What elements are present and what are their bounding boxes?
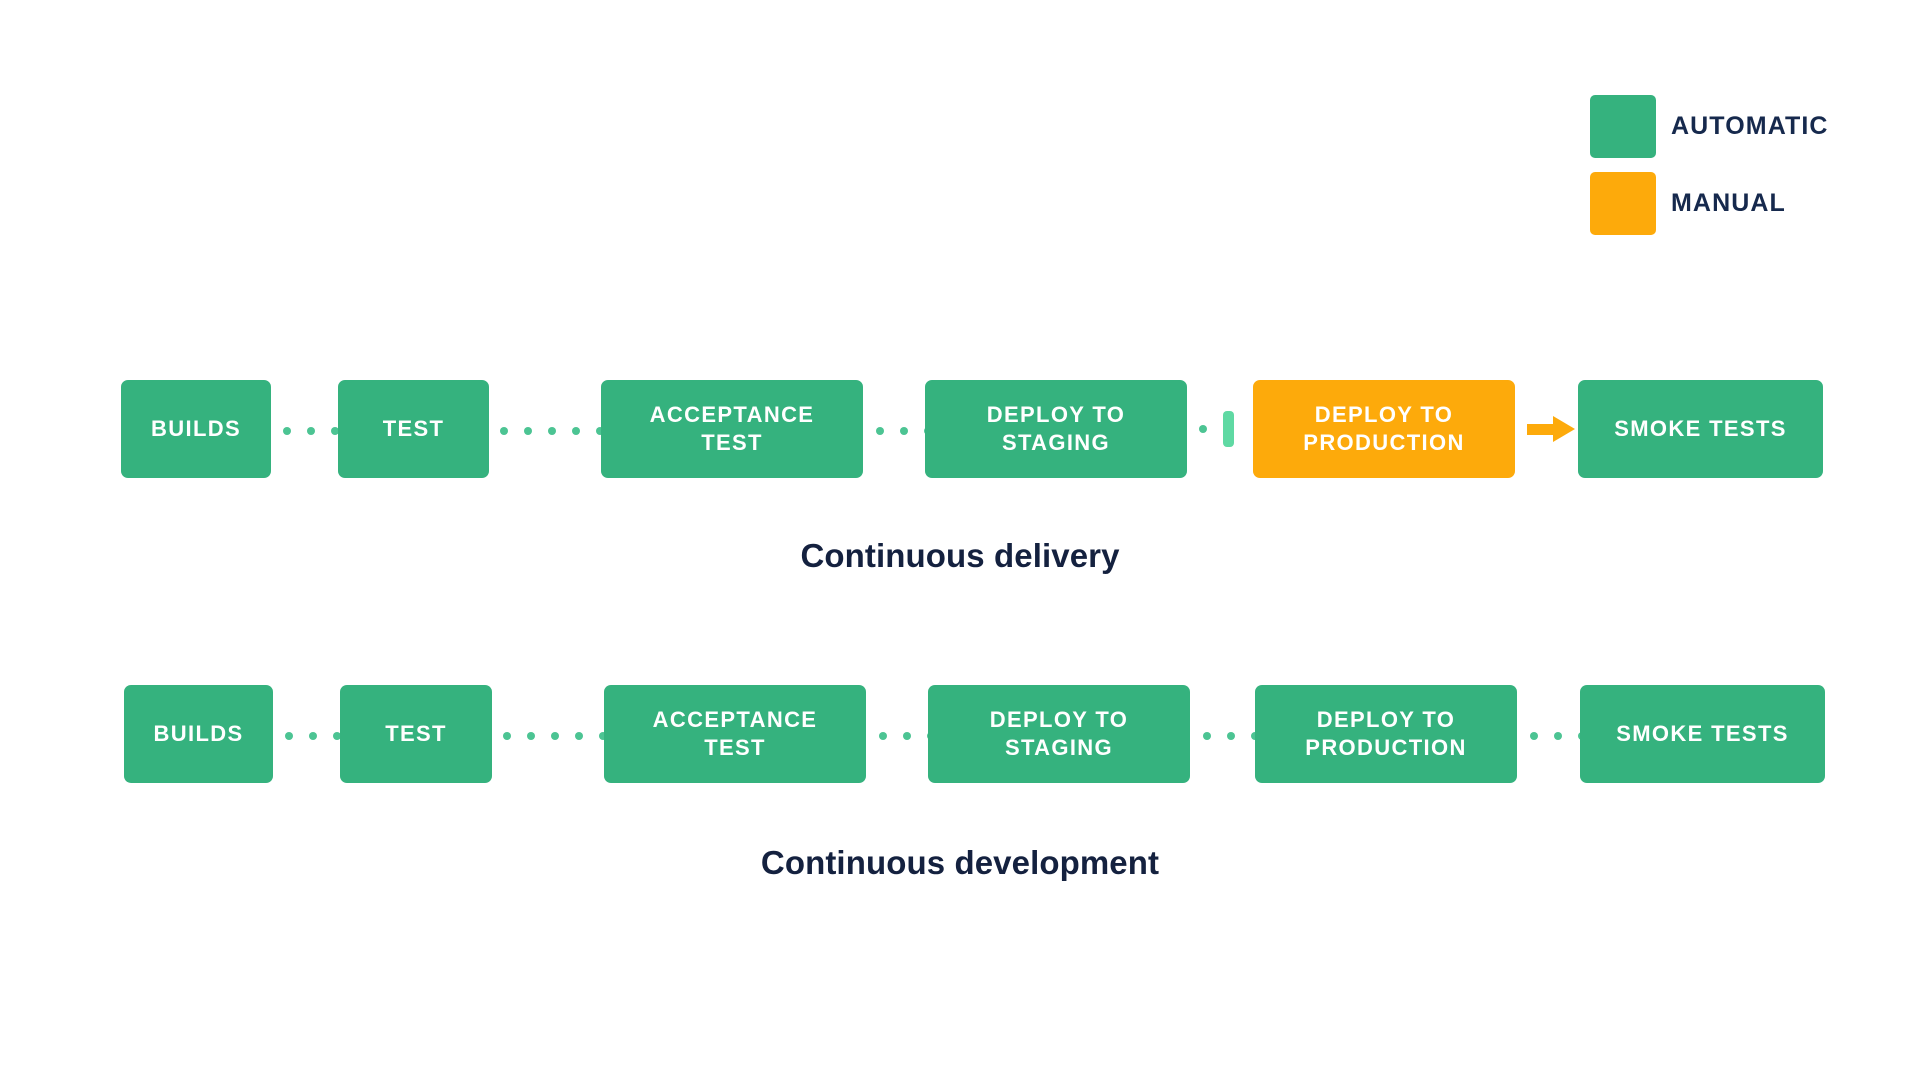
pipeline-step-deploy-to-staging[interactable]: DEPLOY TO STAGING: [925, 380, 1187, 478]
step-label-line2: PRODUCTION: [1303, 430, 1465, 455]
pipeline-step-acceptance-test[interactable]: ACCEPTANCE TEST: [601, 380, 863, 478]
step-label-line2: STAGING: [1001, 430, 1111, 455]
connector-dot-icon: [1199, 425, 1207, 433]
step-label-line2: TEST: [704, 735, 766, 760]
connector-deploy-production-to-smoke-tests: [1530, 730, 1586, 742]
step-label-line2: PRODUCTION: [1305, 735, 1467, 760]
step-label: TEST: [382, 415, 445, 441]
step-label-line1: DEPLOY TO: [989, 706, 1129, 732]
connector-dot-icon: [333, 732, 341, 740]
connector-dot-icon: [1203, 732, 1211, 740]
connector-dot-icon: [551, 732, 559, 740]
pipeline-step-deploy-to-production[interactable]: DEPLOY TO PRODUCTION: [1253, 380, 1515, 478]
connector-deploy-staging-to-deploy-production: [1203, 730, 1259, 742]
connector-dot-icon: [527, 732, 535, 740]
pipeline-step-smoke-tests[interactable]: SMOKE TESTS: [1580, 685, 1825, 783]
connector-dot-icon: [500, 427, 508, 435]
pipeline-step-builds[interactable]: BUILDS: [124, 685, 273, 783]
pipeline-step-smoke-tests[interactable]: SMOKE TESTS: [1578, 380, 1823, 478]
connector-dot-icon: [524, 427, 532, 435]
connector-dot-icon: [331, 427, 339, 435]
pipeline-caption-continuous-delivery: Continuous delivery: [800, 537, 1120, 574]
connector-acceptance-test-to-deploy-staging: [879, 730, 935, 742]
connector-acceptance-test-to-deploy-staging: [876, 425, 932, 437]
step-label-line1: DEPLOY TO: [1314, 401, 1454, 427]
step-label: SMOKE TESTS: [1614, 415, 1787, 441]
pipeline-step-acceptance-test[interactable]: ACCEPTANCE TEST: [604, 685, 866, 783]
connector-dot-icon: [307, 427, 315, 435]
connector-dot-icon: [903, 732, 911, 740]
manual-trigger-arrow-icon: [1527, 416, 1575, 442]
pipeline-continuous-delivery: BUILDS TEST ACCEPTANCE: [0, 380, 1920, 502]
connector-dot-icon: [1530, 732, 1538, 740]
legend: AUTOMATIC MANUAL: [1590, 95, 1829, 235]
connector-dot-icon: [1554, 732, 1562, 740]
connector-dot-icon: [503, 732, 511, 740]
step-label: BUILDS: [151, 415, 241, 441]
step-label-line2: TEST: [701, 430, 763, 455]
connector-dot-icon: [309, 732, 317, 740]
pipeline-step-test[interactable]: TEST: [340, 685, 492, 783]
legend-label-manual: MANUAL: [1671, 189, 1786, 217]
connector-builds-to-test: [283, 425, 339, 437]
connector-dot-icon: [876, 427, 884, 435]
connector-dot-icon: [285, 732, 293, 740]
step-label: DEPLOY TO STAGING: [990, 706, 1128, 762]
legend-item-automatic: AUTOMATIC: [1590, 95, 1829, 158]
pipeline-step-test[interactable]: TEST: [338, 380, 489, 478]
connector-dot-icon: [548, 427, 556, 435]
connector-dot-icon: [283, 427, 291, 435]
pipeline-row: BUILDS TEST ACCEPTANCE: [0, 380, 1920, 502]
legend-item-manual: MANUAL: [1590, 172, 1829, 235]
arrow-shaft: [1527, 423, 1553, 435]
step-label: TEST: [385, 720, 447, 746]
manual-swatch-icon: [1590, 172, 1656, 235]
automatic-swatch-icon: [1590, 95, 1656, 158]
connector-dot-icon: [900, 427, 908, 435]
pipeline-continuous-development: BUILDS TEST ACCEPTANCE: [0, 685, 1920, 807]
step-label-line1: ACCEPTANCE: [649, 401, 815, 427]
step-label-line2: STAGING: [1004, 735, 1114, 760]
step-label: DEPLOY TO STAGING: [987, 401, 1125, 457]
connector-manual-gate: [1199, 411, 1234, 447]
connector-dot-icon: [575, 732, 583, 740]
pipeline-step-deploy-to-staging[interactable]: DEPLOY TO STAGING: [928, 685, 1190, 783]
pipeline-step-deploy-to-production[interactable]: DEPLOY TO PRODUCTION: [1255, 685, 1517, 783]
pipeline-caption-continuous-development: Continuous development: [760, 844, 1160, 881]
connector-dot-icon: [572, 427, 580, 435]
step-label: ACCEPTANCE TEST: [650, 401, 815, 457]
connector-dot-icon: [599, 732, 607, 740]
arrow-head: [1553, 416, 1575, 442]
step-label-line1: DEPLOY TO: [986, 401, 1126, 427]
manual-gate-bar-icon: [1223, 411, 1234, 447]
pipeline-row: BUILDS TEST ACCEPTANCE: [0, 685, 1920, 807]
connector-dot-icon: [1227, 732, 1235, 740]
step-label: DEPLOY TO PRODUCTION: [1305, 706, 1466, 762]
step-label: DEPLOY TO PRODUCTION: [1303, 401, 1464, 457]
step-label: BUILDS: [153, 720, 244, 746]
connector-dot-icon: [879, 732, 887, 740]
legend-label-automatic: AUTOMATIC: [1671, 112, 1829, 140]
connector-dot-icon: [596, 427, 604, 435]
step-label-line1: ACCEPTANCE: [652, 706, 818, 732]
step-label: SMOKE TESTS: [1616, 720, 1789, 746]
pipeline-step-builds[interactable]: BUILDS: [121, 380, 271, 478]
step-label-line1: DEPLOY TO: [1316, 706, 1456, 732]
step-label: ACCEPTANCE TEST: [653, 706, 818, 762]
